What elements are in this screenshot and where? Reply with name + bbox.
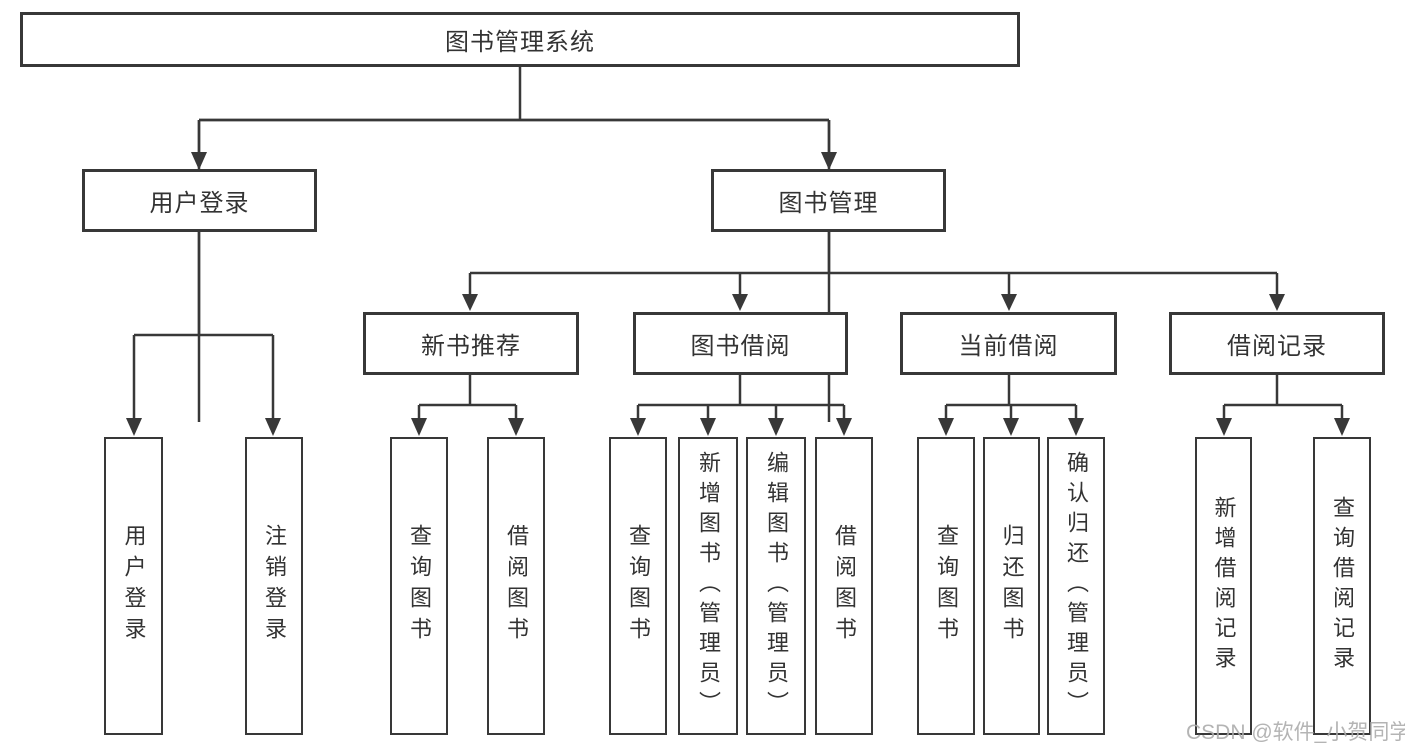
leaf-borrow-books-2-label: 借阅图书 xyxy=(832,524,857,648)
arrowheads-currentborrow-leaves xyxy=(938,418,1084,436)
node-book-borrow-label: 图书借阅 xyxy=(690,333,791,360)
node-borrow-records-label: 借阅记录 xyxy=(1227,333,1327,360)
connector-bookmgmt-to-level3 xyxy=(468,232,1279,296)
leaf-query-borrow-record-label: 查询借阅记录 xyxy=(1330,496,1355,676)
leaf-query-books-1: 查询图书 xyxy=(390,437,448,735)
node-user-login: 用户登录 xyxy=(82,169,317,232)
leaf-return-books-label: 归还图书 xyxy=(999,524,1025,648)
leaf-add-books-admin: 新增图书（管理员） xyxy=(678,437,738,735)
node-current-borrow: 当前借阅 xyxy=(900,312,1117,375)
leaf-user-login: 用户登录 xyxy=(104,437,163,735)
leaf-borrow-books-2: 借阅图书 xyxy=(815,437,873,735)
connector-currentborrow-to-leaves xyxy=(944,375,1078,421)
leaf-query-books-3-label: 查询图书 xyxy=(934,524,959,648)
node-user-login-label: 用户登录 xyxy=(149,190,250,217)
connector-userlogin-to-leaves xyxy=(132,232,275,420)
node-borrow-records: 借阅记录 xyxy=(1169,312,1385,375)
leaf-edit-books-admin: 编辑图书（管理员） xyxy=(746,437,806,735)
node-new-book-recommend: 新书推荐 xyxy=(363,312,579,375)
leaf-add-borrow-record-label: 新增借阅记录 xyxy=(1211,496,1237,676)
leaf-borrow-books-1-label: 借阅图书 xyxy=(504,524,529,648)
leaf-confirm-return-admin-label: 确认归还（管理员） xyxy=(1064,451,1089,721)
leaf-add-books-admin-label: 新增图书（管理员） xyxy=(696,451,721,721)
node-root-label: 图书管理系统 xyxy=(445,29,595,56)
arrowheads-bookborrow-leaves xyxy=(630,418,852,436)
connector-bookborrow-to-leaves xyxy=(636,375,846,421)
leaf-borrow-books-1: 借阅图书 xyxy=(487,437,545,735)
csdn-watermark: CSDN @软件_小贺同学 xyxy=(1186,721,1405,744)
connector-newbook-to-leaves xyxy=(417,375,518,421)
connector-records-to-leaves xyxy=(1222,375,1344,421)
arrowheads-level3 xyxy=(462,294,1285,311)
leaf-confirm-return-admin: 确认归还（管理员） xyxy=(1047,437,1105,735)
leaf-query-books-2-label: 查询图书 xyxy=(626,524,651,648)
leaf-return-books: 归还图书 xyxy=(983,437,1040,735)
connector-root-to-level2 xyxy=(197,67,831,422)
leaf-query-borrow-record: 查询借阅记录 xyxy=(1313,437,1371,735)
leaf-user-login-label: 用户登录 xyxy=(121,524,147,648)
arrowheads-records-leaves xyxy=(1216,418,1350,436)
node-new-book-recommend-label: 新书推荐 xyxy=(421,333,521,360)
leaf-logout: 注销登录 xyxy=(245,437,303,735)
node-root: 图书管理系统 xyxy=(20,12,1020,67)
node-book-management: 图书管理 xyxy=(711,169,946,232)
node-book-management-label: 图书管理 xyxy=(778,190,879,217)
arrowheads-newbook-leaves xyxy=(411,418,524,436)
node-current-borrow-label: 当前借阅 xyxy=(958,333,1059,360)
node-book-borrow: 图书借阅 xyxy=(633,312,848,375)
leaf-query-books-2: 查询图书 xyxy=(609,437,667,735)
arrowheads-level2 xyxy=(191,152,837,170)
leaf-logout-label: 注销登录 xyxy=(262,524,287,648)
arrowheads-userlogin-leaves xyxy=(126,418,281,436)
leaf-query-books-3: 查询图书 xyxy=(917,437,975,735)
leaf-query-books-1-label: 查询图书 xyxy=(407,524,432,648)
leaf-edit-books-admin-label: 编辑图书（管理员） xyxy=(764,451,789,721)
leaf-add-borrow-record: 新增借阅记录 xyxy=(1195,437,1252,735)
